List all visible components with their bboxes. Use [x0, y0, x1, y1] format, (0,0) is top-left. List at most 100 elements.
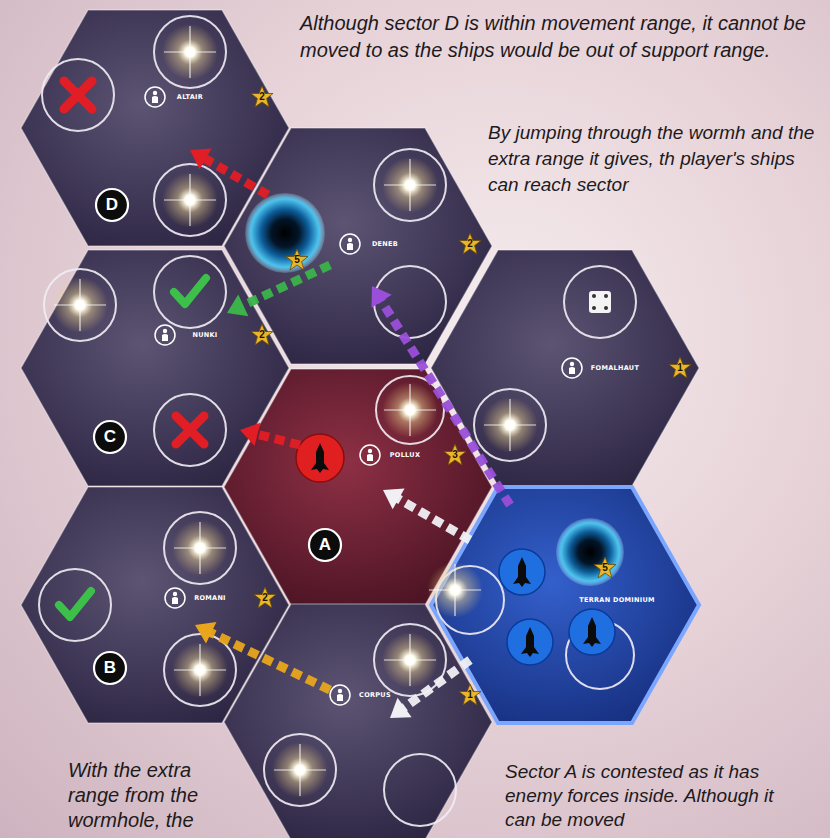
ship-silhouette	[513, 557, 531, 587]
planet-slot	[374, 266, 446, 338]
value-star	[286, 249, 308, 270]
population-icon	[340, 234, 360, 254]
dice-dot	[592, 306, 596, 310]
sector-name: NUNKI	[192, 331, 217, 339]
callout-box: With the extra range from the wormhole, …	[68, 758, 243, 833]
star-glow	[162, 24, 218, 80]
text-anchor: 3	[452, 450, 458, 460]
hex-outline	[21, 250, 289, 486]
callout-note: Although sector D is within movement ran…	[300, 10, 825, 64]
hex-outline	[21, 487, 289, 723]
planet-slot	[39, 569, 111, 641]
planet-slot	[436, 566, 504, 634]
check-mark	[174, 278, 206, 304]
star-glow	[272, 742, 328, 798]
hex-shape	[431, 250, 699, 486]
population-icon	[155, 325, 175, 345]
cross-mark	[64, 81, 92, 109]
move-arrow	[195, 622, 330, 690]
planet-slot	[264, 734, 336, 806]
text-anchor: B	[104, 659, 116, 677]
arrow-line	[401, 660, 470, 710]
arrow-line	[202, 157, 268, 195]
sector-name: ALTAIR	[177, 93, 203, 101]
dice-dot	[592, 294, 596, 298]
planet-slot	[566, 621, 634, 689]
hex-outline	[21, 10, 289, 246]
sector-letter: C	[104, 428, 116, 446]
circle-shape	[94, 421, 126, 453]
star-glow	[382, 157, 438, 213]
arrow-line	[379, 298, 510, 505]
hex-shape	[21, 487, 289, 723]
dice-dot	[604, 294, 608, 298]
sector-name: TERRAN DOMINIUM	[579, 596, 655, 604]
planet-slot	[44, 269, 116, 341]
sector-name: POLLUX	[390, 451, 420, 459]
population-icon	[562, 358, 582, 378]
callout-note: Sector A is contested as it has enemy fo…	[505, 760, 795, 832]
value-star	[669, 357, 691, 378]
hex-outline	[224, 369, 492, 605]
sector-letter-circle: C	[92, 419, 128, 455]
sector-name: CORPUS	[359, 691, 391, 699]
wormhole	[245, 193, 325, 273]
sector-hex: POLLUX 3A	[224, 369, 492, 605]
text-anchor: POLLUX	[390, 451, 420, 459]
callout-box: Sector A is contested as it has enemy fo…	[505, 760, 795, 832]
text-anchor: 2	[467, 239, 473, 249]
planet-slot	[164, 512, 236, 584]
arrow-head	[227, 295, 248, 317]
population-icon	[165, 588, 185, 608]
sector-name: ROMANI	[194, 594, 226, 602]
value-star	[444, 444, 466, 465]
callout-box: Although sector D is within movement ran…	[300, 10, 825, 64]
value-number: 5	[294, 255, 300, 265]
star-glow	[482, 397, 538, 453]
callout-note: With the extra range from the wormhole, …	[68, 758, 243, 833]
planet-slot	[154, 394, 226, 466]
text-anchor: A	[319, 536, 331, 554]
arrow-line	[240, 265, 330, 307]
planet-slot	[474, 389, 546, 461]
arrow-line	[208, 631, 330, 690]
value-star	[459, 233, 481, 254]
value-number: 5	[602, 563, 608, 573]
planet-slot	[374, 624, 446, 696]
ship-silhouette	[521, 627, 539, 657]
hex-shape	[224, 369, 492, 605]
arrow-head	[390, 698, 412, 718]
hex-shape	[224, 128, 492, 364]
move-arrow	[390, 660, 470, 718]
text-anchor: 1	[677, 363, 683, 373]
sector-name: DENEB	[372, 240, 398, 248]
hex-outline	[224, 604, 492, 838]
cross-mark	[176, 416, 204, 444]
sector-hex: TERRAN DOMINIUM 5	[431, 487, 699, 723]
sector-letter: A	[319, 536, 331, 554]
move-arrow	[383, 489, 470, 540]
text-anchor: ROMANI	[194, 594, 226, 602]
sector-letter: B	[104, 659, 116, 677]
move-arrow	[240, 423, 300, 446]
arrow-line	[254, 433, 300, 445]
callout-note: By jumping through the wormh and the ext…	[488, 120, 826, 198]
sector-letter-circle: A	[307, 527, 343, 563]
dice-icon	[589, 291, 611, 313]
sector-letter-circle: D	[94, 187, 130, 223]
ship-silhouette	[583, 617, 601, 647]
sector-hex: CORPUS1	[224, 604, 492, 838]
value-number: 2	[259, 92, 265, 102]
planet-slot	[164, 634, 236, 706]
text-anchor: NUNKI	[192, 331, 217, 339]
player-ship	[569, 609, 615, 655]
enemy-ship	[296, 434, 344, 482]
population-icon	[330, 685, 350, 705]
star-glow	[172, 642, 228, 698]
value-number: 2	[467, 239, 473, 249]
text-anchor: D	[106, 196, 118, 214]
planet-slot	[154, 256, 226, 328]
value-number: 2	[262, 593, 268, 603]
wormhole	[556, 518, 624, 586]
